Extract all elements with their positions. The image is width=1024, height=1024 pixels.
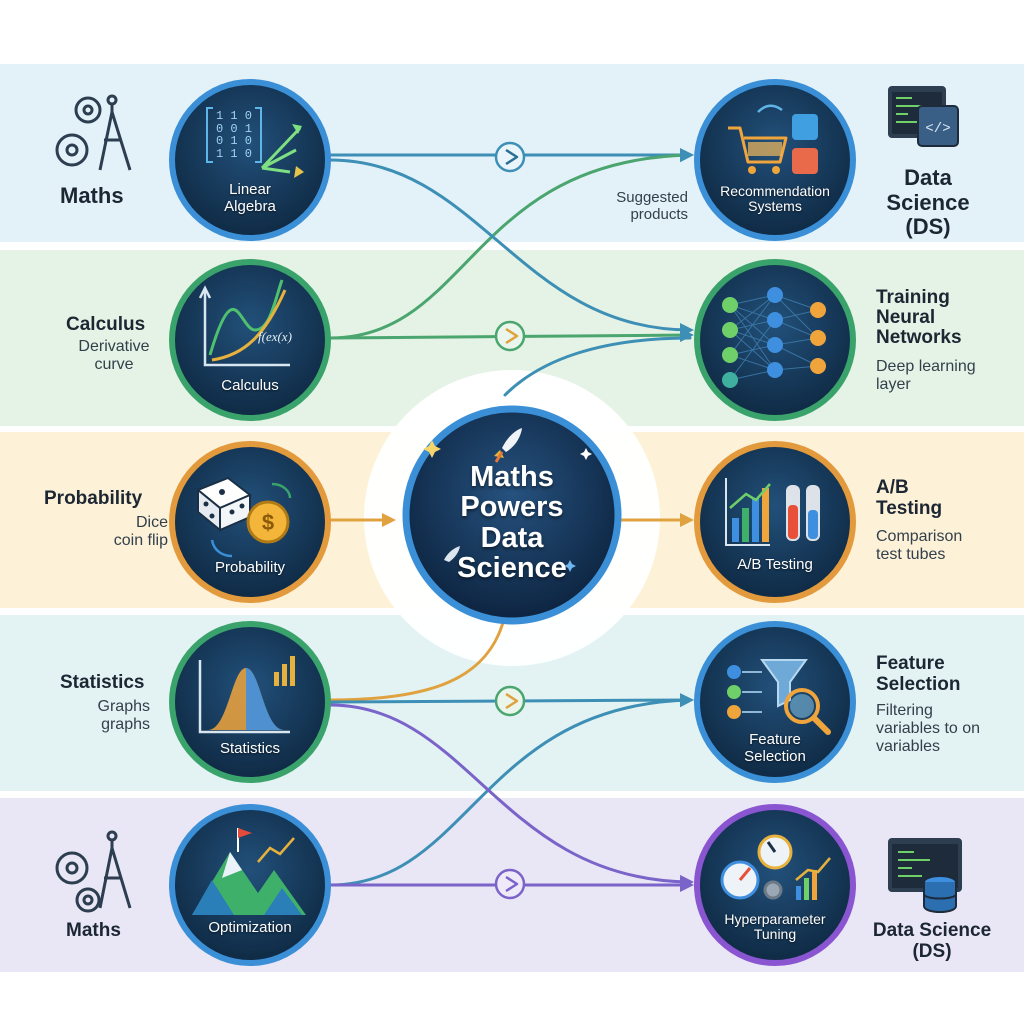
arrow-calculus-to-recommendation xyxy=(328,148,694,340)
rocket-icon xyxy=(494,428,522,463)
database-icon xyxy=(923,875,957,913)
label-probability-sub: Dice coin flip xyxy=(113,514,168,549)
function-label: f(ex(x) xyxy=(258,329,292,344)
node-linear-algebra xyxy=(169,79,331,241)
play-circle-icon xyxy=(494,685,526,717)
arrow-statistics-to-hyper xyxy=(328,703,694,889)
node-label-ab-testing: A/B Testing xyxy=(737,556,813,573)
play-circle-icon xyxy=(494,141,526,173)
node-recommendation xyxy=(694,79,856,241)
center-title: Maths Powers Data Science xyxy=(457,461,567,585)
neural-network-icon xyxy=(729,294,819,381)
label-feature-sub: Filtering variables to on variables xyxy=(876,702,981,755)
node-ab-testing xyxy=(694,441,856,603)
node-label-linear-algebra: Linear Algebra xyxy=(224,181,276,215)
label-probability: Probability xyxy=(44,488,143,509)
svg-text:</>: </> xyxy=(925,121,950,137)
coin-icon: $ xyxy=(246,500,290,544)
node-label-hyperparameter: Hyperparameter Tuning xyxy=(724,911,826,943)
label-neural-title: Training Neural Networks xyxy=(876,287,962,349)
node-label-feature-selection: Feature Selection xyxy=(744,731,806,765)
arrow-linear-to-neural xyxy=(328,158,694,337)
dice-icon xyxy=(196,476,252,533)
node-label-optimization: Optimization xyxy=(208,919,292,936)
node-label-recommendation: Recommendation Systems xyxy=(720,183,830,215)
node-statistics xyxy=(169,621,331,783)
label-neural-sub: Deep learning layer xyxy=(876,358,976,393)
play-circle-icon xyxy=(494,320,526,352)
node-label-probability: Probability xyxy=(214,559,286,576)
center-node xyxy=(402,405,622,625)
label-statistics-sub: Graphs graphs xyxy=(97,698,150,733)
label-calculus: Calculus xyxy=(66,314,146,335)
label-statistics: Statistics xyxy=(60,672,145,693)
arrow-center-to-neural xyxy=(503,336,692,397)
node-probability: $ xyxy=(169,441,331,603)
gauge-icon xyxy=(720,834,793,900)
gears-compass-icon xyxy=(55,830,132,913)
node-feature-selection xyxy=(694,621,856,783)
node-label-statistics: Statistics xyxy=(219,740,280,757)
node-neural-networks xyxy=(694,259,856,421)
node-optimization xyxy=(169,804,331,966)
label-calculus-sub: Derivative curve xyxy=(78,338,150,373)
node-label-calculus: Calculus xyxy=(221,377,279,394)
label-ab-sub: Comparison test tubes xyxy=(876,528,963,563)
node-hyperparameter-tuning xyxy=(694,804,856,966)
play-circle-icon xyxy=(494,868,526,900)
shopping-cart-icon xyxy=(728,126,788,174)
label-feature-title: Feature Selection xyxy=(876,653,961,695)
code-window-icon: </> xyxy=(888,86,959,147)
label-suggested-products: Suggested products xyxy=(616,189,688,223)
vector-arrows-icon xyxy=(260,126,302,174)
matrix-digits: 1 1 0 0 0 1 0 1 0 1 1 0 xyxy=(216,109,253,161)
svg-text:$: $ xyxy=(262,510,274,535)
arrow-optimization-to-feature xyxy=(328,693,694,887)
label-data-science-bottom: Data Science (DS) xyxy=(872,920,992,963)
label-maths-bottom: Maths xyxy=(66,920,121,941)
label-data-science-top: Data Science (DS) xyxy=(886,165,970,240)
label-maths-top: Maths xyxy=(60,183,124,208)
funnel-magnifier-icon xyxy=(760,659,831,735)
gears-compass-icon xyxy=(55,94,132,171)
mountain-flag-icon xyxy=(192,828,306,915)
arrow-statistics-to-center xyxy=(328,613,507,702)
label-ab-title: A/B Testing xyxy=(876,477,943,519)
node-calculus xyxy=(169,259,331,421)
